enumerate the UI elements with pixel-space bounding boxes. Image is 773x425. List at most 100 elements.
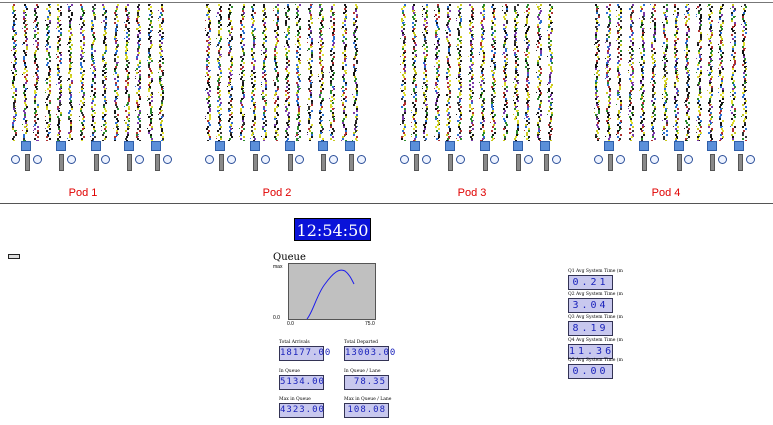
booth-bar [321,154,326,171]
queue-lane [616,4,623,141]
queue-plot-curve [306,269,355,320]
server-node [400,155,409,164]
booth-bar [677,154,682,171]
server-node [456,155,465,164]
server-node [329,155,338,164]
queue-lane [22,4,29,141]
server-node [490,155,499,164]
service-station [151,141,161,151]
booth-bar [544,154,549,171]
max-in-queue-meter: 4323.00 [279,403,324,418]
in-queue-per-lane-label: In Queue / Lane [344,369,381,374]
queue-lane [673,4,680,141]
service-station [285,141,295,151]
server-node [101,155,110,164]
queue-lane [101,4,108,141]
queue-lane [650,4,657,141]
queue-lane [696,4,703,141]
q3-system-time-meter: 8.19 [568,321,613,336]
server-node [163,155,172,164]
service-station [124,141,134,151]
booth-bar [710,154,715,171]
server-node [33,155,42,164]
queue-lane [536,4,543,141]
server-node [227,155,236,164]
queue-lane [318,4,325,141]
booth-bar [59,154,64,171]
server-node [11,155,20,164]
queue-lane [730,4,737,141]
queue-lane [90,4,97,141]
q4-system-time-meter: 11.36 [568,344,615,359]
q2-system-time-meter: 3.04 [568,298,613,313]
server-node [261,155,270,164]
pod-label: Pod 3 [457,187,487,199]
queue-plot [288,263,376,320]
simulation-clock: 12:54:50 [294,218,371,241]
pod-2: Pod 2 [197,0,366,203]
server-node [295,155,304,164]
queue-lane [158,4,165,141]
booth-bar [219,154,224,171]
service-station [445,141,455,151]
service-station [215,141,225,151]
server-node [524,155,533,164]
queue-lane [205,4,212,141]
queue-lane [113,4,120,141]
in-queue-meter: 5134.00 [279,375,324,390]
queue-lane [124,4,131,141]
service-station [318,141,328,151]
booth-bar [738,154,743,171]
booth-bar [448,154,453,171]
booth-bar [608,154,613,171]
q1-system-time-meter: 0.21 [568,275,613,290]
queue-lane [639,4,646,141]
queue-title: Queue [273,252,306,263]
queue-lane [513,4,520,141]
booth-bar [25,154,30,171]
server-node [616,155,625,164]
queue-lane [628,4,635,141]
queue-lane [605,4,612,141]
server-node [746,155,755,164]
pod-4: Pod 4 [586,0,755,203]
queue-lane [295,4,302,141]
queue-lane [261,4,268,141]
queue-lane [411,4,418,141]
total-arrivals-label: Total Arrivals [279,340,310,345]
server-node [422,155,431,164]
service-station [604,141,614,151]
service-station [410,141,420,151]
service-station [674,141,684,151]
booth-bar [516,154,521,171]
total-arrivals-meter: 18177.00 [279,346,330,361]
queue-lane [273,4,280,141]
queue-lane [718,4,725,141]
q5-system-time-meter: 0.00 [568,364,613,379]
queue-lane [33,4,40,141]
q5-system-time-label: Q5 Avg System Time (m [568,358,623,363]
server-node [650,155,659,164]
booth-bar [414,154,419,171]
booth-bar [253,154,258,171]
queue-lane [227,4,234,141]
queue-lane [400,4,407,141]
queue-lane [284,4,291,141]
queue-lane [456,4,463,141]
in-queue-label: In Queue [279,369,300,374]
q4-system-time-label: Q4 Avg System Time (m [568,338,623,343]
queue-lane [307,4,314,141]
booth-bar [155,154,160,171]
queue-lane [11,4,18,141]
queue-lane [147,4,154,141]
booth-bar [94,154,99,171]
queue-lane [707,4,714,141]
pod-label: Pod 1 [68,187,98,199]
service-station [707,141,717,151]
queue-lane [594,4,601,141]
total-departed-meter: 13003.00 [344,346,395,361]
queue-plot-y-max: max [273,264,283,270]
total-departed-label: Total Departed [344,340,379,345]
top-border [0,2,773,3]
booth-bar [127,154,132,171]
